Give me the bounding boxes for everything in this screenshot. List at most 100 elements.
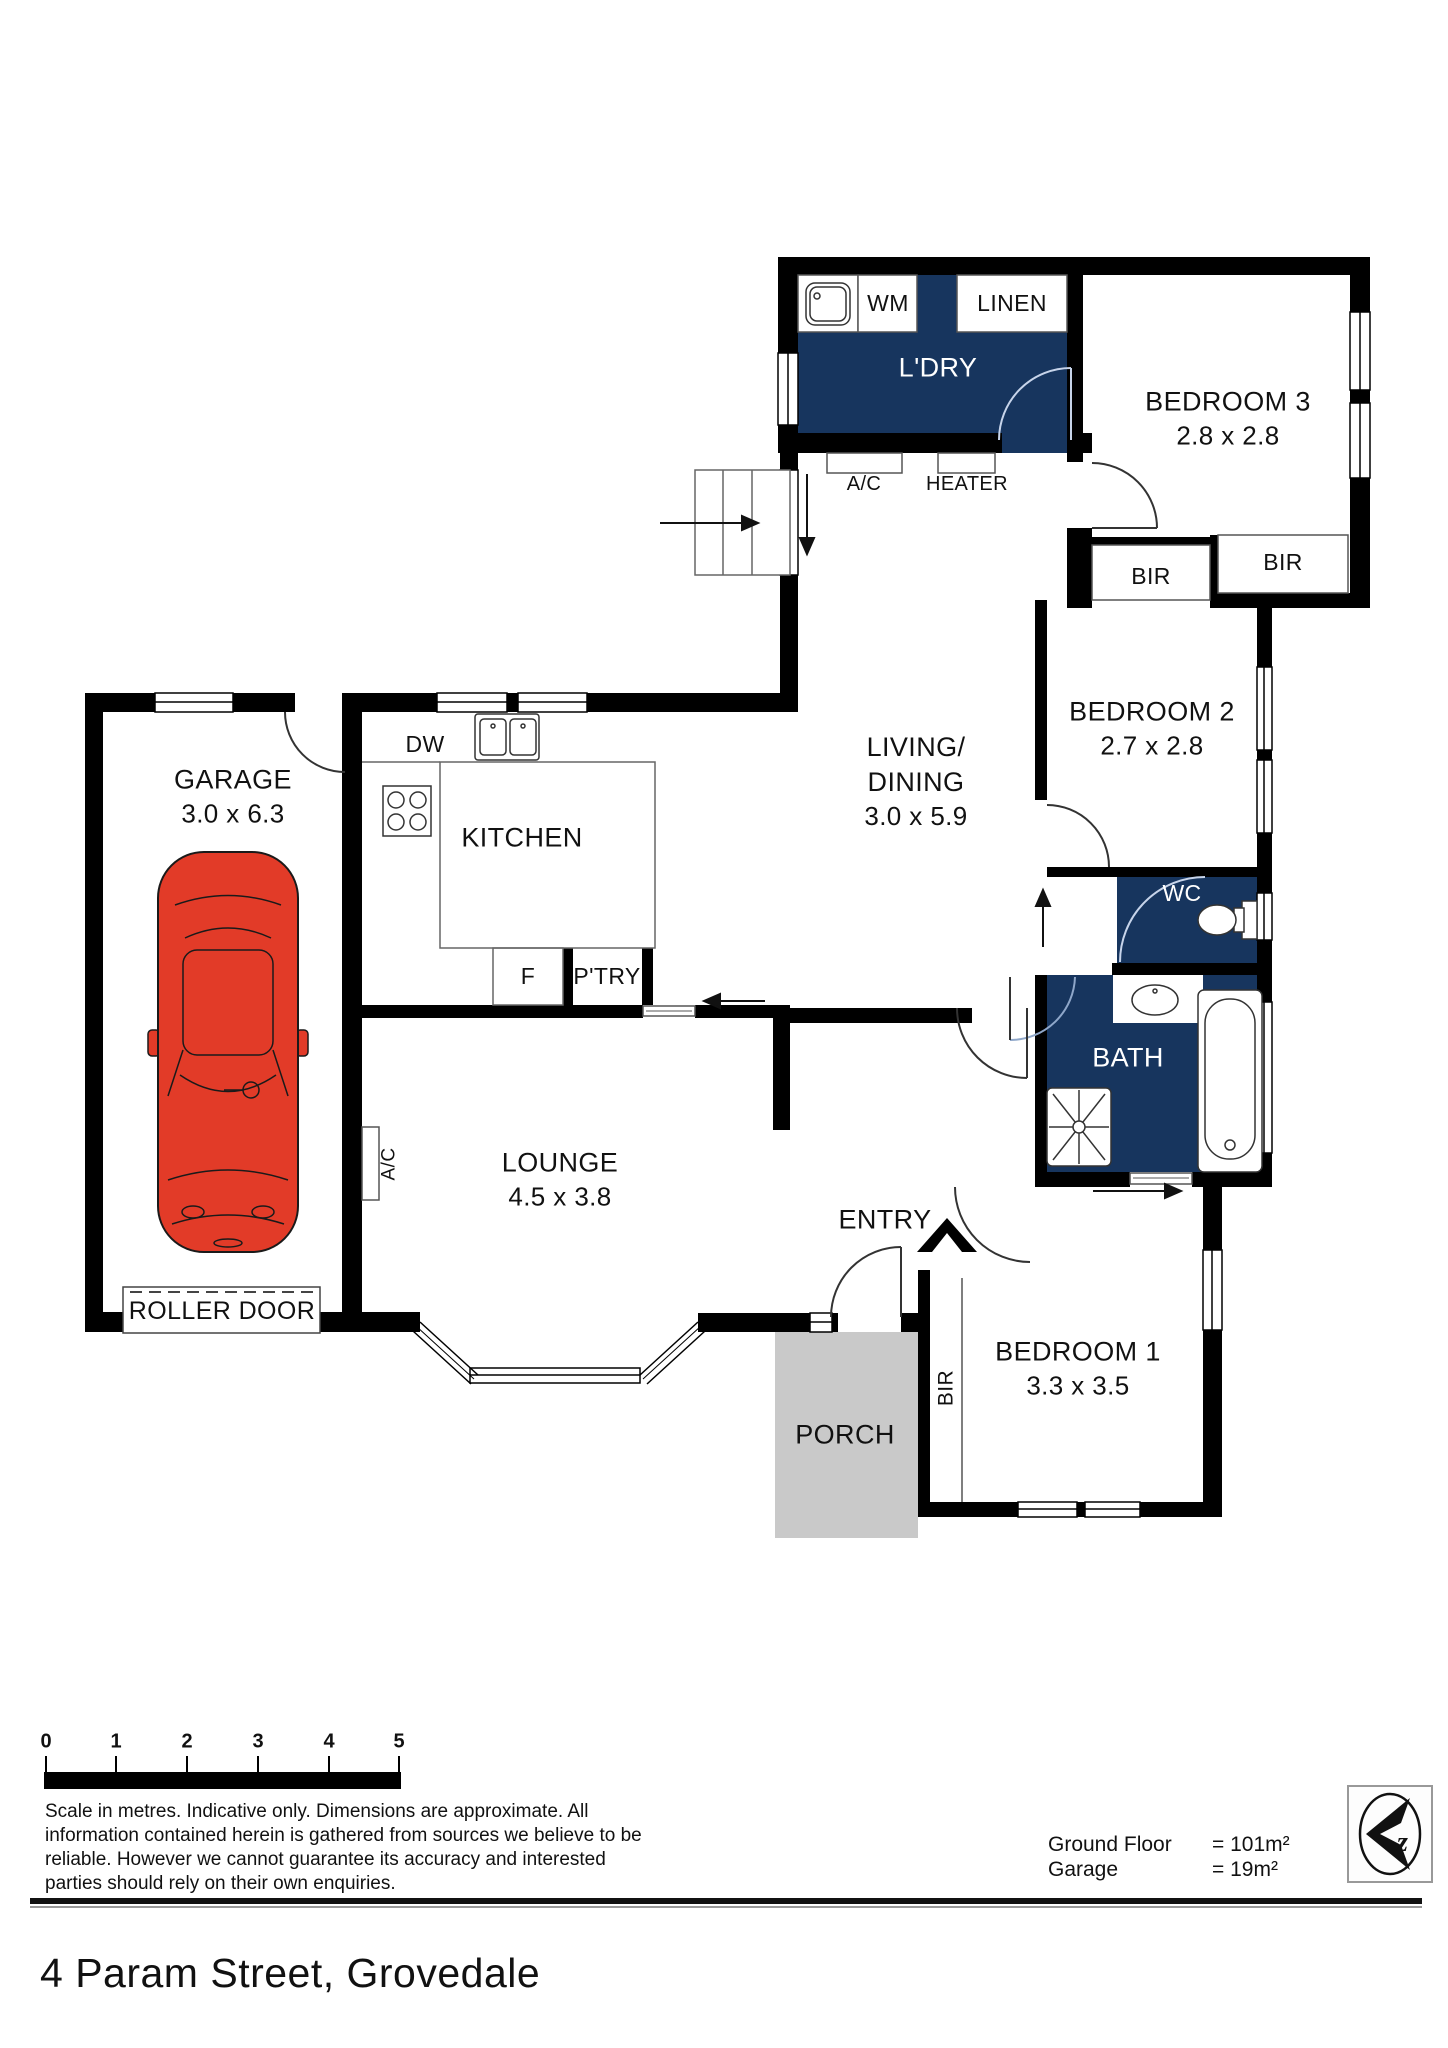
- footer-rule: [30, 1898, 1422, 1904]
- ac-unit-lounge-box: [361, 1126, 380, 1201]
- window: [1202, 1249, 1223, 1331]
- living-line2: DINING: [867, 767, 965, 798]
- pantry-label: P'TRY: [573, 963, 641, 990]
- bath-label: BATH: [1092, 1042, 1164, 1073]
- linen-label: LINEN: [977, 290, 1047, 317]
- bathtub-icon: [1197, 989, 1263, 1173]
- scale-tick-1: 1: [110, 1730, 122, 1753]
- bath-door-arc: [1009, 976, 1076, 1041]
- window: [777, 352, 799, 426]
- bay-window-left-diagonal: [412, 1321, 479, 1385]
- kitchen-fittings: [362, 713, 656, 1006]
- bedroom1-dims: 3.3 x 3.5: [1026, 1370, 1130, 1401]
- living-dining-label: LIVING/ DINING 3.0 x 5.9: [864, 730, 967, 834]
- entry-door-arc: [830, 1246, 902, 1318]
- kitchen-door-arrow: [701, 992, 765, 1010]
- garage-area-name: Garage: [1048, 1858, 1119, 1881]
- property-address: 4 Param Street, Grovedale: [40, 1950, 541, 1996]
- roller-door-label: ROLLER DOOR: [128, 1296, 316, 1325]
- ac-lounge-label: A/C: [378, 1147, 400, 1181]
- washing-machine-label: WM: [867, 290, 909, 317]
- window: [1084, 1501, 1141, 1518]
- laundry-door-arc: [998, 367, 1072, 441]
- garage-label: GARAGE 3.0 x 6.3: [174, 763, 292, 832]
- window: [1256, 666, 1273, 751]
- bir-closet-bed3: [1217, 534, 1349, 594]
- fridge-space: [492, 947, 564, 1006]
- wc-label: WC: [1162, 880, 1202, 907]
- dishwasher-label: DW: [405, 731, 445, 758]
- bedroom2-dims: 2.7 x 2.8: [1100, 730, 1204, 761]
- scale-tick-2: 2: [181, 1730, 193, 1753]
- window: [1256, 892, 1273, 941]
- garage-dims: 3.0 x 6.3: [181, 798, 285, 829]
- bedroom3-label: BEDROOM 3 2.8 x 2.8: [1145, 385, 1311, 454]
- north-logo: z: [1347, 1785, 1433, 1883]
- ac-laundry-label: A/C: [846, 473, 882, 495]
- scale-tick-3: 3: [252, 1730, 264, 1753]
- shower-icon: [1046, 1087, 1112, 1167]
- scale-tick-4: 4: [323, 1730, 335, 1753]
- wc-door-arc: [1119, 876, 1206, 963]
- window: [1349, 311, 1371, 391]
- ground-floor-area-value: = 101m²: [1212, 1833, 1290, 1856]
- car-icon: [147, 851, 309, 1253]
- porch-label: PORCH: [795, 1419, 895, 1450]
- bay-window-right-diagonal: [639, 1321, 706, 1385]
- footer-rule-shadow: [30, 1906, 1422, 1908]
- kitchen-sink-icon: [474, 713, 540, 761]
- kitchen-label: KITCHEN: [461, 822, 583, 853]
- bedroom2-door-arc: [1046, 804, 1110, 868]
- doors-layer: [284, 367, 1206, 1318]
- window: [154, 692, 234, 713]
- window: [1349, 402, 1371, 479]
- window: [1017, 1501, 1078, 1518]
- ground-floor-area-name: Ground Floor: [1048, 1833, 1172, 1856]
- scale-tick-0: 0: [40, 1730, 52, 1753]
- lounge-name: LOUNGE: [501, 1147, 619, 1178]
- bedroom1-door-arc: [954, 1186, 1031, 1263]
- bir-closet-hall: [1091, 544, 1211, 601]
- bedroom1-label: BEDROOM 1 3.3 x 3.5: [995, 1335, 1161, 1404]
- hall-arrow-up: [1034, 887, 1052, 947]
- cooktop-icon: [382, 785, 432, 837]
- bir-bed1-label: BIR: [934, 1369, 958, 1407]
- living-line1: LIVING/: [866, 732, 966, 763]
- basin-icon: [1131, 984, 1179, 1016]
- lounge-label: LOUNGE 4.5 x 3.8: [502, 1146, 618, 1215]
- garage-name: GARAGE: [174, 764, 292, 795]
- bedroom1-name: BEDROOM 1: [995, 1336, 1161, 1367]
- washing-machine-box: [857, 274, 918, 333]
- walls-layer: [85, 257, 1370, 1517]
- stairs-arrow-down: [798, 474, 816, 557]
- window: [517, 692, 588, 713]
- bath-door-arrow: [1093, 1182, 1184, 1200]
- svg-text:z: z: [1396, 1827, 1408, 1858]
- windows-layer: [154, 311, 1371, 1518]
- bay-window-front: [469, 1367, 641, 1384]
- heater-unit-box: [937, 452, 996, 474]
- bedroom3-dims: 2.8 x 2.8: [1176, 420, 1280, 451]
- hall-door-arc: [956, 1007, 1028, 1079]
- ac-unit-box: [826, 452, 903, 474]
- disclaimer-text: Scale in metres. Indicative only. Dimens…: [45, 1801, 642, 1894]
- porch-floor: [775, 1332, 918, 1538]
- garage-area-value: = 19m²: [1212, 1858, 1278, 1881]
- scale-bar: [44, 1756, 401, 1789]
- window: [809, 1312, 833, 1333]
- fridge-label: F: [520, 963, 536, 990]
- bir-hall-label: BIR: [1131, 563, 1171, 590]
- roller-door-box: [122, 1286, 321, 1334]
- stairs-arrow-right: [660, 514, 761, 532]
- bedroom3-door-arc: [1091, 462, 1158, 529]
- linen-closet: [956, 274, 1068, 333]
- arrows-layer: [660, 474, 1184, 1200]
- entry-label: ENTRY: [838, 1204, 932, 1235]
- bedroom3-name: BEDROOM 3: [1145, 386, 1311, 417]
- laundry-label: L'DRY: [898, 352, 978, 383]
- window: [1256, 759, 1273, 834]
- heater-label: HEATER: [925, 473, 1009, 495]
- living-dims: 3.0 x 5.9: [864, 801, 968, 832]
